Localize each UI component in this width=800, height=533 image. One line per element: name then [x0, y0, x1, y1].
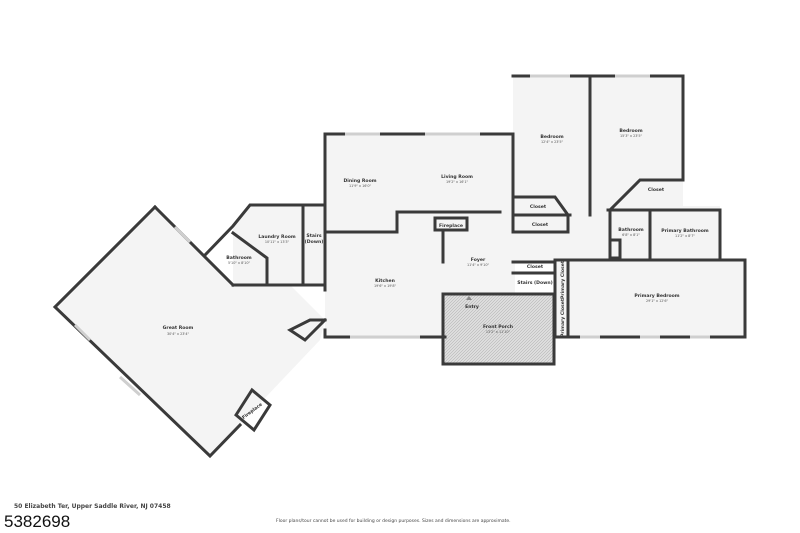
stairs-2-label: Stairs (Down)	[517, 280, 552, 286]
svg-text:Primary Bedroom: Primary Bedroom	[634, 293, 679, 299]
svg-text:5'10" x 8'10": 5'10" x 8'10"	[228, 261, 251, 265]
svg-text:11'4" x 9'10": 11'4" x 9'10"	[467, 263, 490, 267]
disclaimer: Floor plans/tour cannot be used for buil…	[276, 519, 511, 524]
svg-text:Primary Bathroom: Primary Bathroom	[661, 228, 709, 234]
svg-text:(Down): (Down)	[305, 239, 324, 245]
entry-arrow-icon	[466, 296, 472, 300]
svg-text:13'2" x 11'10": 13'2" x 11'10"	[486, 330, 511, 334]
svg-text:Bathroom: Bathroom	[618, 227, 644, 233]
closet-1-label: Closet	[530, 204, 547, 210]
closet-2-label: Closet	[532, 222, 549, 228]
svg-text:Dining Room: Dining Room	[343, 178, 376, 184]
svg-text:Bathroom: Bathroom	[226, 255, 252, 261]
fireplace-2-box	[234, 387, 272, 433]
svg-text:29'1" x 12'6": 29'1" x 12'6"	[646, 299, 669, 303]
svg-text:10'11" x 13'3": 10'11" x 13'3"	[265, 240, 290, 244]
svg-text:Great Room: Great Room	[163, 325, 194, 331]
svg-text:Laundry Room: Laundry Room	[258, 234, 296, 240]
svg-text:11'9" x 16'0": 11'9" x 16'0"	[349, 184, 372, 188]
primary-closet-1-label: Primary Closet	[560, 260, 566, 299]
svg-text:11'2" x 8'7": 11'2" x 8'7"	[675, 234, 695, 238]
svg-text:19'2" x 16'1": 19'2" x 16'1"	[446, 180, 469, 184]
primary-closet-2-label: Primary Closet	[560, 298, 566, 337]
room-stairs-1: Stairs(Down)	[305, 233, 324, 245]
great-room-walls	[52, 204, 243, 459]
svg-text:12'4" x 23'5": 12'4" x 23'5"	[541, 140, 564, 144]
svg-text:19'6" x 19'8": 19'6" x 19'8"	[374, 284, 397, 288]
svg-text:Kitchen: Kitchen	[375, 278, 395, 284]
fireplace-1-box	[433, 216, 469, 232]
closet-4-label: Closet	[527, 264, 544, 270]
svg-text:6'8" x 8'1": 6'8" x 8'1"	[622, 233, 640, 237]
svg-text:Living Room: Living Room	[441, 174, 473, 180]
property-address: 50 Elizabeth Ter, Upper Saddle River, NJ…	[14, 503, 171, 510]
svg-text:Bedroom: Bedroom	[619, 128, 642, 134]
svg-text:15'3" x 23'5": 15'3" x 23'5"	[620, 134, 643, 138]
entry-label: Entry	[465, 304, 479, 310]
svg-text:Front Porch: Front Porch	[483, 324, 513, 330]
closet-3-label: Closet	[648, 187, 665, 193]
front-porch-floor	[444, 294, 554, 364]
svg-text:30'4" x 23'4": 30'4" x 23'4"	[167, 332, 190, 336]
svg-text:Bedroom: Bedroom	[540, 134, 563, 140]
listing-id: 5382698	[4, 512, 71, 531]
svg-text:Stairs: Stairs	[306, 233, 321, 239]
fireplace-1-label: Fireplace	[439, 223, 463, 229]
svg-text:Foyer: Foyer	[471, 257, 486, 263]
